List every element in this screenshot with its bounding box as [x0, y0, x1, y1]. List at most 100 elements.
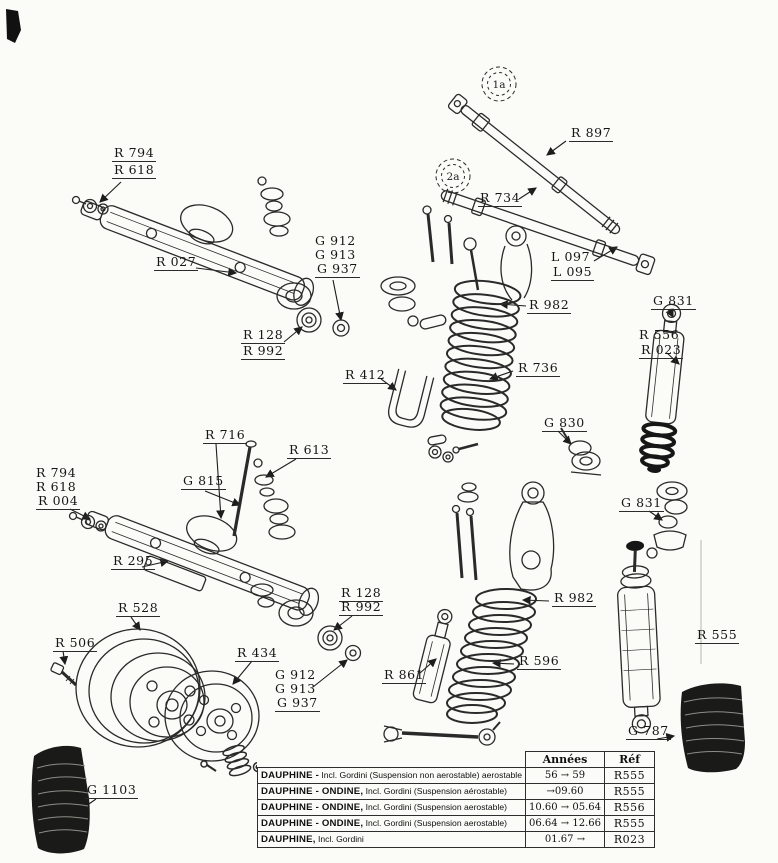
part-label-r982-lower: R 982 [552, 590, 597, 607]
callout-ref-2: 2a [435, 158, 471, 194]
model-cell: DAUPHINE - ONDINE, Incl. Gordini (Suspen… [257, 815, 526, 832]
model-name: DAUPHINE - ONDINE, [261, 802, 364, 813]
model-detail: Incl. Gordini (Suspension aerostable) [363, 818, 508, 828]
part-label-g787: G 787 [626, 723, 671, 740]
model-cell: DAUPHINE - ONDINE, Incl. Gordini (Suspen… [257, 783, 526, 800]
part-label-r734: R 734 [478, 190, 523, 207]
part-label-r897: R 897 [569, 125, 614, 142]
part-label-r992-upper: R 992 [241, 343, 286, 360]
coil-spring-upper-r736 [439, 279, 522, 431]
hub-and-bearing-upper [276, 282, 350, 337]
kingpin-parts-upper [257, 176, 291, 237]
part-label-g937-upper: G 937 [315, 261, 360, 278]
part-label-r295: R 295 [111, 553, 156, 570]
part-label-r736: R 736 [516, 360, 561, 377]
part-label-g937-lower: G 937 [275, 695, 320, 712]
part-label-r556: R 556 [639, 327, 680, 342]
part-label-g912-lower: G 912 [275, 667, 316, 682]
part-label-r982-upper: R 982 [527, 297, 572, 314]
ref-cell: R555 [604, 767, 655, 784]
column-header-ref: Réf [604, 751, 655, 768]
scan-artifact-corner [6, 9, 21, 43]
part-label-r128-lower: R 128 [339, 585, 384, 602]
front-axle-beam-upper [80, 200, 315, 306]
damper-top-r982-upper [463, 225, 533, 301]
table-row-2: DAUPHINE - ONDINE, Incl. Gordini (Suspen… [257, 783, 655, 800]
years-cell: 06.64 → 12.66 [525, 815, 605, 832]
rubber-bellows-g787 [680, 683, 745, 773]
ref-cell: R555 [604, 783, 655, 800]
part-label-r027: R 027 [154, 254, 199, 271]
years-cell: 10.60 → 05.64 [525, 799, 605, 816]
callout-2-number: 2a [447, 171, 460, 183]
part-label-r528: R 528 [116, 600, 161, 617]
shock-absorber-lower-right [617, 540, 661, 734]
part-label-r618-upper: R 618 [112, 162, 157, 179]
part-label-g913-upper: G 913 [315, 247, 356, 262]
model-name: DAUPHINE - ONDINE, [261, 786, 364, 797]
years-cell: 56 → 59 [525, 767, 605, 784]
part-label-r004: R 004 [36, 493, 81, 510]
model-detail: Incl. Gordini (Suspension non aerostable… [318, 770, 522, 780]
part-label-l097: L 097 [551, 249, 591, 264]
part-label-r861: R 861 [382, 667, 427, 684]
model-cell: DAUPHINE - ONDINE, Incl. Gordini (Suspen… [257, 799, 526, 816]
part-label-r555: R 555 [695, 627, 740, 644]
steering-knuckle-lower [451, 481, 555, 591]
years-cell: →09.60 [525, 783, 605, 800]
part-label-g830: G 830 [542, 415, 587, 432]
part-label-g912-upper: G 912 [315, 233, 356, 248]
part-label-r992-lower: R 992 [339, 599, 384, 616]
upper-axle-end-washers [71, 195, 109, 215]
u-bracket-r412 [388, 368, 435, 428]
column-header-annees: Années [525, 751, 605, 768]
shock-body-r861 [412, 608, 453, 704]
part-label-r618-left: R 618 [36, 479, 77, 494]
shock-absorber-upper-right [639, 303, 685, 473]
model-detail: Incl. Gordini [315, 834, 364, 844]
model-name: DAUPHINE - [261, 770, 319, 781]
model-name: DAUPHINE - ONDINE, [261, 818, 364, 829]
hub-and-bearing-lower [250, 583, 362, 662]
part-label-g831-upper: G 831 [651, 293, 696, 310]
shock-mount-bolts [422, 205, 454, 265]
part-label-g815: G 815 [181, 473, 226, 490]
steering-rod-r734 [440, 188, 656, 276]
part-label-r613: R 613 [287, 442, 332, 459]
part-label-r128-upper: R 128 [241, 327, 286, 344]
years-cell: 01.67 → [525, 831, 605, 848]
linkage-small-parts [427, 434, 479, 463]
model-cell: DAUPHINE, Incl. Gordini [257, 831, 526, 848]
part-label-g1103: G 1103 [85, 782, 139, 799]
model-detail: Incl. Gordini (Suspension aérostable) [363, 786, 508, 796]
part-label-r412: R 412 [343, 367, 388, 384]
steering-tie-rod-bottom [383, 721, 501, 746]
table-row-4: DAUPHINE - ONDINE, Incl. Gordini (Suspen… [257, 815, 655, 832]
model-cell: DAUPHINE - Incl. Gordini (Suspension non… [257, 767, 526, 784]
lug-bolt-r506 [50, 662, 78, 687]
callout-1-number: 1a [493, 79, 506, 91]
ref-cell: R556 [604, 799, 655, 816]
part-label-r716: R 716 [203, 427, 248, 444]
diagram-parts [31, 93, 745, 854]
model-detail: Incl. Gordini (Suspension aerostable) [363, 802, 508, 812]
spring-seat-parts-upper [380, 276, 447, 330]
steering-rod-r897 [447, 93, 621, 235]
ref-cell: R023 [604, 831, 655, 848]
part-label-g913-lower: G 913 [275, 681, 316, 696]
part-label-l095: L 095 [551, 264, 595, 281]
part-label-r794-upper: R 794 [112, 145, 157, 162]
mount-g830 [560, 427, 602, 476]
rubber-bellows-g1103 [31, 745, 90, 854]
table-row-3: DAUPHINE - ONDINE, Incl. Gordini (Suspen… [257, 799, 655, 816]
part-label-g831-mid: G 831 [619, 495, 664, 512]
front-axle-beam-lower [85, 510, 320, 616]
part-label-r794-left: R 794 [36, 465, 77, 480]
callout-ref-1: 1a [481, 66, 517, 102]
part-label-r434: R 434 [235, 645, 280, 662]
ref-cell: R555 [604, 815, 655, 832]
table-row-1: DAUPHINE - Incl. Gordini (Suspension non… [257, 767, 655, 784]
model-name: DAUPHINE, [261, 834, 316, 845]
